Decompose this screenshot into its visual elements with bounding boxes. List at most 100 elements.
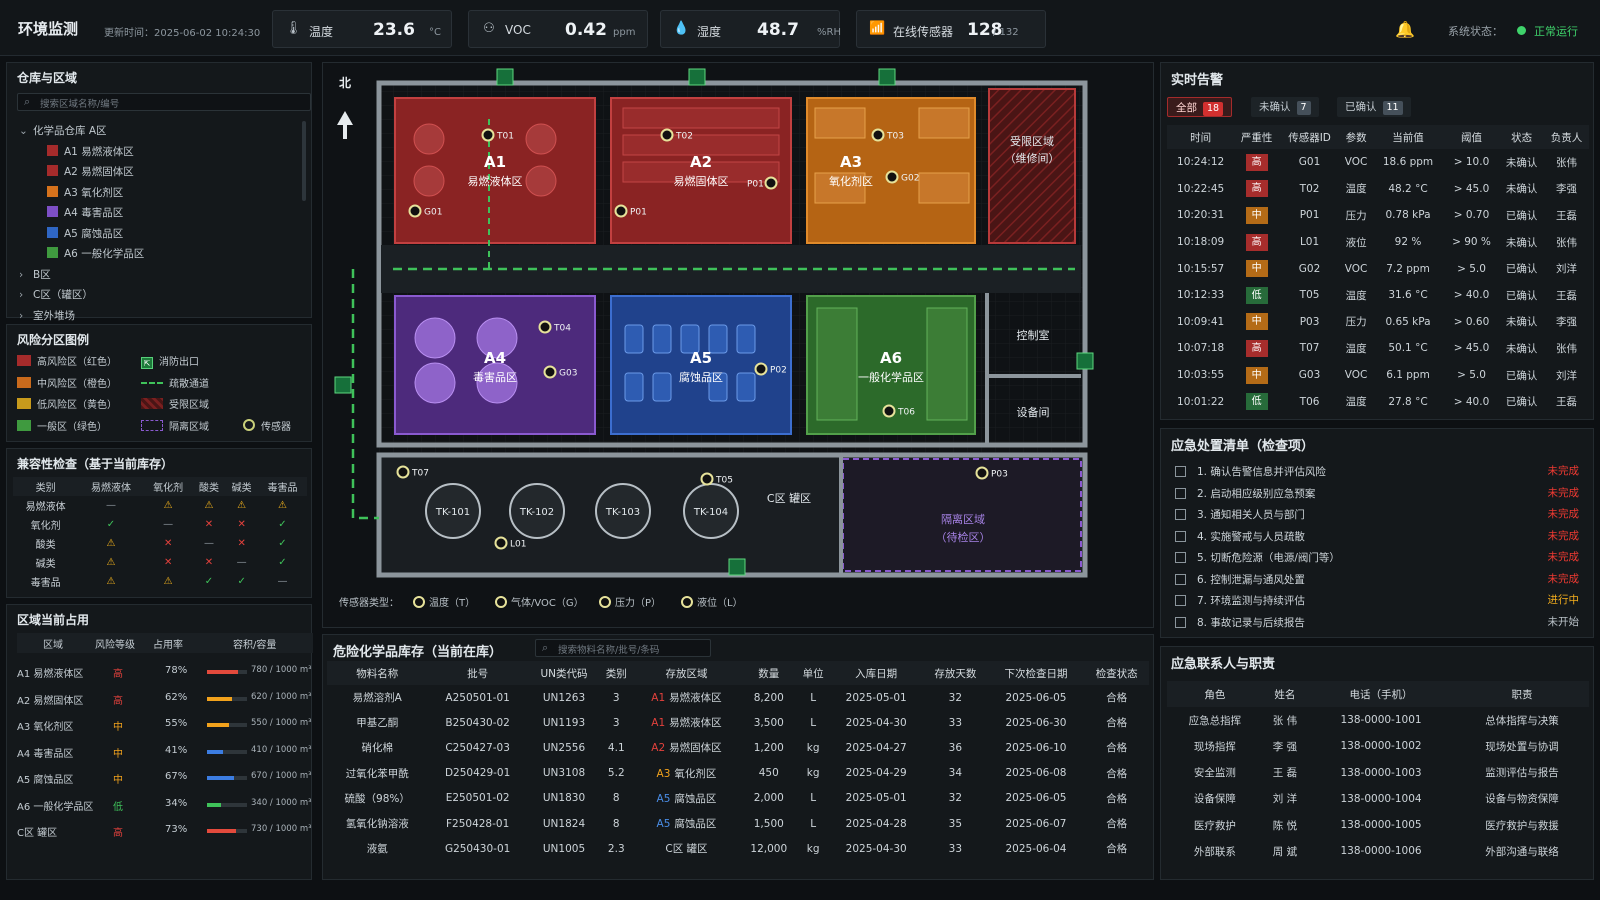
sensor-marker[interactable] — [975, 466, 989, 480]
checklist-item[interactable]: 5. 切断危险源（电源/阀门等）未完成 — [1175, 549, 1585, 569]
tree-leaf[interactable]: A2 易燃固体区 — [47, 164, 134, 179]
tree-leaf[interactable]: A4 毒害品区 — [47, 205, 123, 220]
sensor-id-label: T04 — [553, 324, 571, 334]
tree-leaf[interactable]: A1 易燃液体区 — [47, 144, 134, 159]
sensor-marker[interactable] — [754, 362, 768, 376]
tree-node[interactable]: ⌄化学品仓库 A区 — [19, 123, 107, 138]
alarm-cell-t: 10:18:09 — [1177, 236, 1225, 249]
inventory-title: 危险化学品库存（当前在库） — [333, 645, 503, 660]
checklist-item[interactable]: 1. 确认告警信息并评估风险未完成 — [1175, 463, 1585, 483]
isolation-zone[interactable] — [842, 458, 1082, 572]
sensor-marker[interactable] — [481, 128, 495, 142]
legend-label: 低风险区（黄色） — [37, 400, 117, 411]
sensor-marker[interactable] — [764, 176, 778, 190]
alarm-cell-p: 温度 — [1345, 396, 1367, 409]
compat-head-cell: 碱类 — [225, 477, 258, 496]
checkbox[interactable] — [1175, 487, 1186, 499]
chevron-right-icon[interactable]: › — [19, 268, 24, 281]
tree-leaf[interactable]: A5 腐蚀品区 — [47, 226, 123, 241]
sensor-marker[interactable] — [700, 472, 714, 486]
tree-leaf[interactable]: A6 一般化学品区 — [47, 246, 144, 261]
sensor-marker[interactable] — [538, 320, 552, 334]
inventory-zone-cell: C区 罐区 — [632, 836, 740, 861]
occupancy-cap: 410 / 1000 m³ — [251, 744, 312, 755]
sensor-marker[interactable] — [885, 170, 899, 184]
inventory-cell-cls: 3 — [612, 716, 620, 729]
checkbox[interactable] — [1175, 552, 1186, 563]
tank[interactable] — [425, 483, 481, 539]
tree-leaf[interactable]: A3 氧化剂区 — [47, 185, 123, 200]
sensor-marker[interactable] — [660, 128, 674, 142]
checkbox[interactable] — [1175, 595, 1186, 606]
checklist-item[interactable]: 4. 实施警戒与人员疏散未完成 — [1175, 528, 1585, 548]
checklist-item[interactable]: 2. 启动相应级别应急预案未完成 — [1175, 485, 1585, 505]
checkbox[interactable] — [1175, 616, 1186, 628]
chevron-down-icon[interactable]: ⌄ — [19, 125, 28, 137]
bell-icon[interactable]: 🔔 — [1395, 20, 1415, 39]
checkbox[interactable] — [1175, 509, 1186, 520]
checkbox[interactable] — [1175, 466, 1186, 477]
tree-scrollbar[interactable] — [302, 121, 306, 201]
checklist-item[interactable]: 8. 事故记录与后续报告未开始 — [1175, 614, 1585, 634]
legend-label: 传感器 — [261, 421, 291, 433]
checklist-item[interactable]: 6. 控制泄漏与通风处置未完成 — [1175, 571, 1585, 591]
chevron-right-icon[interactable]: › — [19, 309, 24, 322]
sensor-marker[interactable] — [408, 204, 422, 218]
checkbox[interactable] — [1175, 573, 1186, 585]
inventory-cell-unit: L — [810, 792, 817, 805]
zone-search-input[interactable]: ⌕搜索区域名称/编号 — [17, 93, 311, 111]
restricted-zone[interactable] — [988, 88, 1076, 244]
tank[interactable] — [595, 483, 651, 539]
checklist-item[interactable]: 3. 通知相关人员与部门未完成 — [1175, 506, 1585, 526]
tree-node[interactable]: ›B区 — [19, 267, 51, 282]
compat-cell: — — [105, 500, 116, 511]
occupancy-pct: 34% — [165, 797, 188, 809]
chevron-right-icon[interactable]: › — [19, 289, 24, 301]
checklist-item[interactable]: 7. 环境监测与持续评估进行中 — [1175, 592, 1585, 612]
tree-node[interactable]: ›C区（罐区） — [19, 287, 93, 302]
sensor-marker[interactable] — [396, 465, 410, 479]
compat-cell: ⚠ — [204, 500, 214, 511]
tank[interactable] — [509, 483, 565, 539]
sensor-marker[interactable] — [871, 128, 885, 142]
sensor-marker[interactable] — [543, 365, 557, 379]
alarm-cell-th: > 90 % — [1452, 236, 1491, 249]
sensor-marker[interactable] — [614, 204, 628, 218]
contact-cell: 刘 洋 — [1272, 793, 1298, 806]
inventory-cell-un: UN2556 — [542, 741, 586, 754]
sensor-legend-label: 压力（P） — [615, 596, 661, 609]
alarm-cell-who: 李强 — [1556, 316, 1578, 329]
inventory-search-input[interactable]: ⌕搜索物料名称/批号/条码 — [535, 639, 711, 657]
checkbox[interactable] — [1175, 530, 1186, 542]
sensor-marker[interactable] — [882, 404, 896, 418]
tree-node[interactable]: ›室外堆场 — [19, 308, 75, 323]
sensor-marker[interactable] — [494, 536, 508, 550]
